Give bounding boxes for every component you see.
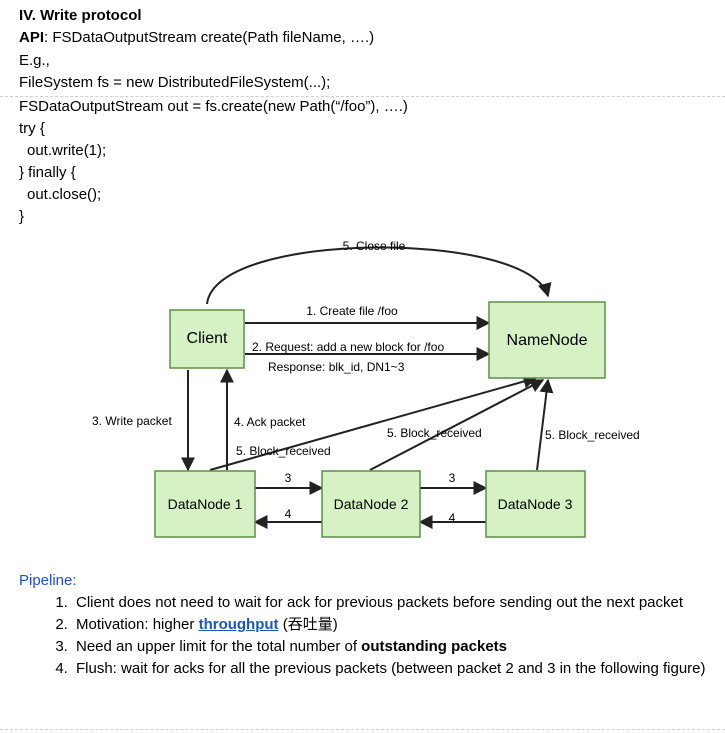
- close-file-arrow: [206, 246, 552, 305]
- block-received-dn1-label: 5. Block_received: [236, 444, 331, 458]
- datanode-2-label: DataNode 2: [334, 496, 409, 512]
- datanode-1-label: DataNode 1: [168, 496, 243, 512]
- section-heading: IV. Write protocol: [19, 7, 142, 24]
- block-received-dn2-label: 5. Block_received: [387, 426, 482, 440]
- code-line: FileSystem fs = new DistributedFileSyste…: [19, 74, 331, 91]
- namenode-node: NameNode: [488, 301, 606, 379]
- create-file-label: 1. Create file /foo: [306, 304, 398, 318]
- forward-23-label: 3: [449, 471, 456, 485]
- code-line: out.write(1);: [27, 142, 107, 159]
- list-item-text: Flush: wait for acks for all the previou…: [76, 660, 706, 677]
- code-line: try {: [19, 120, 45, 137]
- client-label: Client: [187, 330, 228, 347]
- response-label: Response: blk_id, DN1~3: [268, 360, 405, 374]
- outstanding-packets-term: outstanding packets: [361, 638, 508, 655]
- back-32-label: 4: [449, 511, 456, 525]
- datanode-3-label: DataNode 3: [498, 496, 573, 512]
- namenode-label: NameNode: [507, 332, 588, 349]
- block-received-dn3-label: 5. Block_received: [545, 428, 640, 442]
- ack-packet-label: 4. Ack packet: [234, 415, 306, 429]
- api-label: API: [19, 29, 45, 46]
- write-packet-label: 3. Write packet: [92, 414, 172, 428]
- list-item: Need an upper limit for the total number…: [72, 636, 722, 658]
- api-signature: : FSDataOutputStream create(Path fileNam…: [44, 29, 375, 46]
- list-item: Flush: wait for acks for all the previou…: [72, 658, 722, 680]
- throughput-link[interactable]: throughput: [198, 616, 279, 633]
- divider: [0, 729, 725, 730]
- code-line: } finally {: [19, 164, 76, 181]
- block-received-dn2-arrow: [369, 379, 545, 471]
- list-item-text: (吞吐量): [278, 616, 338, 633]
- write-protocol-diagram: 5. Close file 1. Create file /foo 2. Req…: [92, 239, 640, 538]
- datanode-3: DataNode 3: [485, 470, 586, 538]
- close-file-label: 5. Close file: [343, 239, 406, 253]
- request-label: 2. Request: add a new block for /foo: [252, 340, 444, 354]
- code-line: FSDataOutputStream out = fs.create(new P…: [19, 98, 408, 115]
- code-line: }: [19, 208, 25, 225]
- pipeline-list: Client does not need to wait for ack for…: [22, 592, 722, 680]
- datanode-2: DataNode 2: [321, 470, 421, 538]
- block-received-dn3-arrow: [536, 378, 554, 471]
- list-item: Motivation: higher throughput (吞吐量): [72, 614, 722, 636]
- datanode-1: DataNode 1: [154, 470, 256, 538]
- divider: [0, 96, 725, 97]
- block-received-dn1-arrow: [209, 374, 538, 471]
- back-21-label: 4: [285, 507, 292, 521]
- forward-12-label: 3: [285, 471, 292, 485]
- pipeline-title: Pipeline:: [19, 572, 77, 589]
- code-line: E.g.,: [19, 52, 50, 69]
- api-line: API: FSDataOutputStream create(Path file…: [19, 27, 374, 49]
- client-node: Client: [169, 309, 245, 369]
- list-item-text: Need an upper limit for the total number…: [76, 638, 362, 655]
- list-item: Client does not need to wait for ack for…: [72, 592, 722, 614]
- list-item-text: Client does not need to wait for ack for…: [76, 594, 684, 611]
- code-line: out.close();: [27, 186, 102, 203]
- list-item-text: Motivation: higher: [76, 616, 199, 633]
